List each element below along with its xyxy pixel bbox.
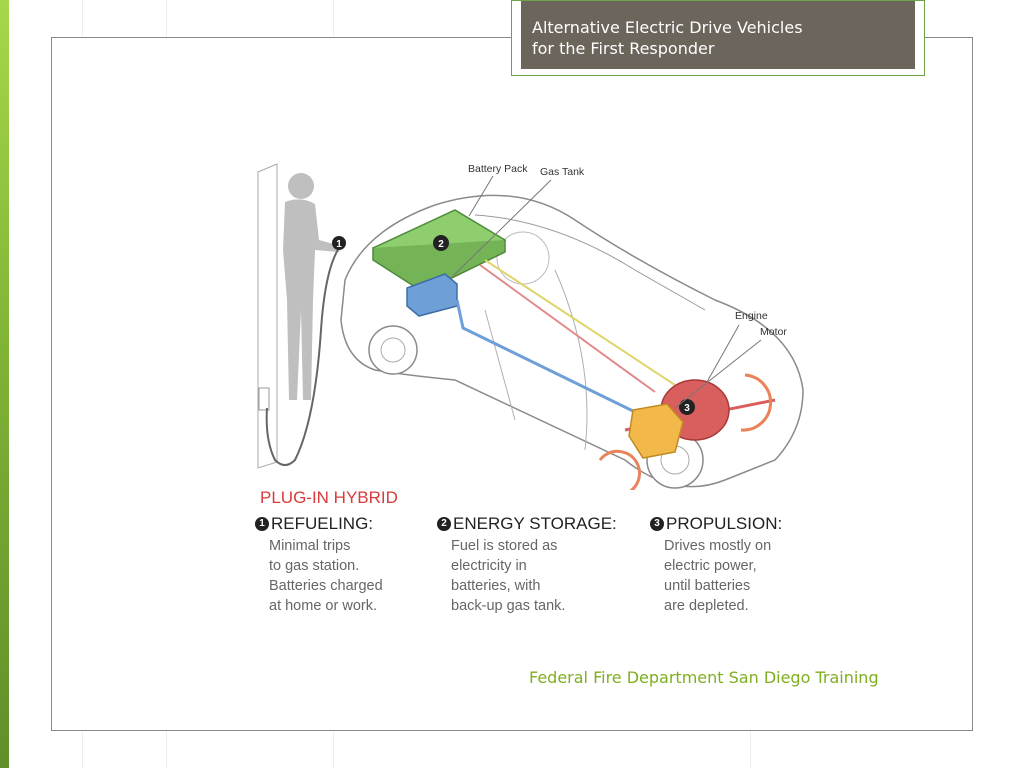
energy-storage-heading: 2 ENERGY STORAGE: — [437, 514, 617, 534]
propulsion-heading: 3 PROPULSION: — [650, 514, 782, 534]
body-line: Drives mostly on — [664, 538, 772, 554]
footer-text: Federal Fire Department San Diego Traini… — [529, 668, 879, 687]
plug-in-hybrid-diagram: 1 2 3 — [255, 160, 815, 620]
refueling-body: Minimal trips to gas station. Batteries … — [269, 536, 383, 616]
refueling-number: 1 — [255, 517, 269, 531]
rotation-arrow-wheel — [598, 449, 642, 490]
refueling-title: REFUELING: — [271, 514, 374, 533]
gas-tank-label: Gas Tank — [540, 166, 585, 178]
motor-leader — [674, 339, 762, 409]
car-illustration: 1 2 3 — [257, 163, 804, 490]
body-line: back-up gas tank. — [451, 598, 566, 614]
charging-cable — [265, 247, 340, 466]
refueling-column: 1 REFUELING: Minimal trips to gas statio… — [255, 514, 383, 616]
title-panel: Alternative Electric Drive Vehicles for … — [521, 1, 915, 69]
body-line: electric power, — [664, 558, 757, 574]
left-accent-bar — [0, 0, 9, 768]
body-line: at home or work. — [269, 598, 377, 614]
body-line: are depleted. — [664, 598, 749, 614]
engine-label: Engine — [735, 310, 768, 322]
battery-line-yellow — [484, 259, 676, 386]
engine-leader — [706, 324, 740, 383]
motor — [628, 403, 684, 459]
step-2-marker — [433, 235, 449, 251]
body-line: Batteries charged — [269, 578, 383, 594]
body-line: Fuel is stored as — [451, 538, 558, 554]
wall-outlet — [258, 387, 270, 411]
diagram-heading: PLUG-IN HYBRID — [260, 488, 398, 507]
propulsion-title: PROPULSION: — [666, 514, 783, 533]
car-roofline — [474, 214, 706, 311]
propulsion-column: 3 PROPULSION: Drives mostly on electric … — [650, 514, 782, 616]
car-door-lines — [484, 269, 588, 451]
step-1-number: 1 — [336, 239, 342, 250]
body-line: electricity in — [451, 558, 527, 574]
battery-pack-leader — [468, 175, 494, 217]
rear-wheel — [368, 325, 418, 375]
body-line: batteries, with — [451, 578, 541, 594]
title-line-1: Alternative Electric Drive Vehicles — [532, 18, 803, 37]
step-3-marker — [679, 399, 695, 415]
step-3-number: 3 — [684, 403, 690, 414]
gas-tank-leader — [450, 179, 552, 279]
rear-wheel-hub — [380, 337, 406, 363]
person-silhouette — [283, 173, 341, 400]
step-1-marker — [332, 236, 346, 250]
motor-label: Motor — [760, 326, 787, 338]
propulsion-body: Drives mostly on electric power, until b… — [664, 536, 782, 616]
energy-storage-number: 2 — [437, 517, 451, 531]
rotation-arrow-engine — [740, 373, 772, 432]
body-line: until batteries — [664, 578, 751, 594]
title-box: Alternative Electric Drive Vehicles for … — [511, 0, 925, 76]
slide-frame — [51, 37, 973, 731]
energy-storage-title: ENERGY STORAGE: — [453, 514, 617, 533]
refueling-heading: 1 REFUELING: — [255, 514, 383, 534]
propulsion-number: 3 — [650, 517, 664, 531]
body-line: Minimal trips — [269, 538, 351, 554]
body-line: to gas station. — [269, 558, 360, 574]
battery-pack-label: Battery Pack — [468, 163, 528, 175]
step-2-number: 2 — [438, 239, 444, 250]
title-line-2: for the First Responder — [532, 39, 715, 58]
energy-storage-body: Fuel is stored as electricity in batteri… — [451, 536, 617, 616]
energy-storage-column: 2 ENERGY STORAGE: Fuel is stored as elec… — [437, 514, 617, 616]
fuel-line — [455, 299, 636, 414]
battery-line-red — [479, 264, 656, 393]
